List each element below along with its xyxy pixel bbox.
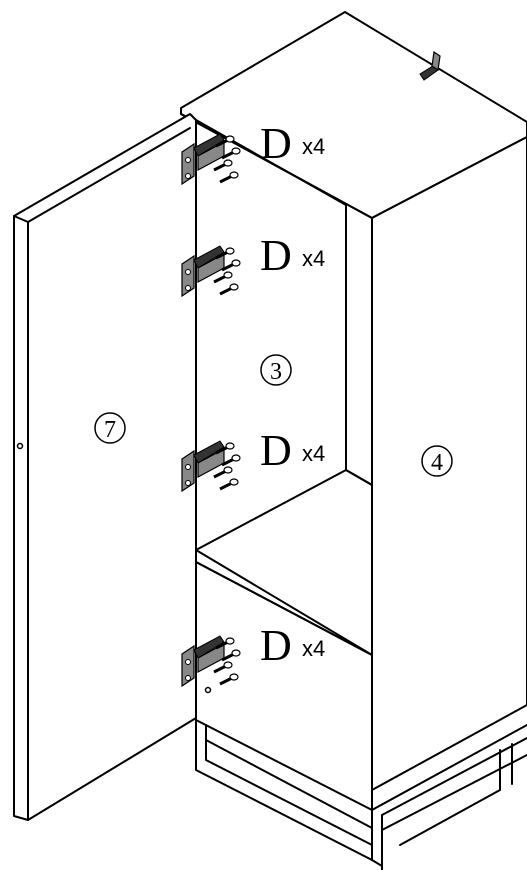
screw-icon [221, 454, 241, 467]
part-label-door: 7 [94, 412, 126, 444]
svg-text:4: 4 [431, 450, 443, 476]
screw-icon [219, 171, 239, 184]
hardware-quantity: x4 [302, 441, 325, 466]
hinge-plate-icon [181, 254, 195, 298]
screw-icon [213, 159, 233, 172]
screw-icon [219, 673, 239, 686]
hinge-arm-icon [193, 635, 225, 659]
part-label-back: 3 [260, 354, 292, 386]
screw-icon [219, 478, 239, 491]
hinge-arm-icon [193, 245, 225, 269]
hardware-letter: D [260, 426, 292, 475]
screw-icon [215, 135, 235, 148]
screw-icon [215, 637, 235, 650]
screw-icon [215, 442, 235, 455]
hinge-plate-icon [181, 449, 195, 493]
screw-icon [219, 283, 239, 296]
door-knob [16, 442, 24, 450]
svg-text:7: 7 [104, 417, 116, 443]
bracket-icon [419, 50, 441, 81]
hardware-quantity: x4 [302, 246, 325, 271]
hardware-letter: D [260, 231, 292, 280]
hole-marker [204, 686, 212, 694]
hinge-plate-icon [181, 142, 195, 186]
screw-icon [221, 259, 241, 272]
hinge-arm-icon [193, 133, 225, 157]
screw-icon [221, 147, 241, 160]
screw-icon [213, 466, 233, 479]
part-label-side: 4 [421, 445, 453, 477]
screw-icon [215, 247, 235, 260]
door-panel [13, 113, 197, 821]
hinge-arm-icon [193, 440, 225, 464]
svg-text:3: 3 [270, 359, 282, 385]
hardware-letter: D [260, 119, 292, 168]
screw-icon [221, 649, 241, 662]
hardware-quantity: x4 [302, 134, 325, 159]
screw-icon [213, 661, 233, 674]
hardware-quantity: x4 [302, 636, 325, 661]
hinge-plate-icon [181, 644, 195, 688]
screw-icon [213, 271, 233, 284]
hardware-letter: D [260, 621, 292, 670]
metal-base [195, 719, 527, 870]
